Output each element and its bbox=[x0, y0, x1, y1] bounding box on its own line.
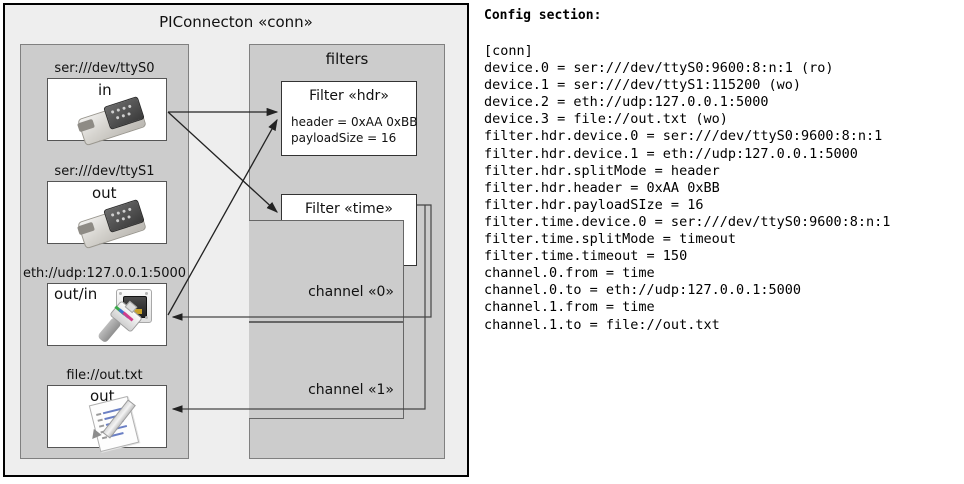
config-line: channel.0.from = time bbox=[484, 265, 655, 282]
config-text-block: [conn]device.0 = ser:///dev/ttyS0:9600:8… bbox=[484, 43, 890, 334]
config-section: Config section: [conn]device.0 = ser:///… bbox=[481, 0, 964, 484]
device-box-file[interactable]: out bbox=[47, 385, 167, 453]
config-line: device.2 = eth://udp:127.0.0.1:5000 bbox=[484, 94, 769, 111]
channel-block-1: channel «1» bbox=[249, 322, 404, 419]
device-label-out-in: out/in bbox=[54, 285, 98, 303]
wire-eth-to-hdr bbox=[167, 118, 278, 316]
device-box-ttys1[interactable]: out bbox=[47, 181, 167, 250]
device-caption-file: file://out.txt bbox=[66, 368, 143, 383]
device-caption-ttys0: ser:///dev/ttyS0 bbox=[54, 61, 155, 76]
config-line: filter.time.timeout = 150 bbox=[484, 248, 688, 265]
filter-attr-header: header = 0xAA 0xBB bbox=[291, 115, 418, 129]
config-heading: Config section: bbox=[484, 8, 602, 23]
config-line: [conn] bbox=[484, 43, 533, 59]
devices-panel: ser:///dev/ttyS0 in bbox=[20, 44, 189, 459]
config-line: filter.hdr.device.1 = eth://udp:127.0.0.… bbox=[484, 145, 858, 162]
config-line: device.3 = file://out.txt (wo) bbox=[484, 111, 728, 128]
config-line: filter.hdr.payloadSIze = 16 bbox=[484, 196, 704, 213]
config-line: device.0 = ser:///dev/ttyS0:9600:8:n:1 (… bbox=[484, 60, 834, 77]
device-box-ttys0[interactable]: in bbox=[47, 78, 167, 147]
device-box-eth[interactable]: out/in bbox=[47, 283, 167, 346]
filter-box-hdr[interactable]: Filter «hdr» header = 0xAA 0xBB payloadS… bbox=[281, 81, 417, 156]
channel-label-1: channel «1» bbox=[308, 382, 394, 398]
config-line: channel.0.to = eth://udp:127.0.0.1:5000 bbox=[484, 282, 801, 299]
filters-panel-title: filters bbox=[325, 50, 369, 68]
wire-ttys0-to-time bbox=[167, 111, 278, 213]
config-line: filter.hdr.splitMode = header bbox=[484, 162, 720, 179]
diagram-title: PIConnecton «conn» bbox=[159, 13, 313, 31]
filter-attr-payload-size: payloadSize = 16 bbox=[291, 131, 397, 145]
channel-block-0: channel «0» bbox=[249, 220, 404, 322]
wire-channel1-to-file bbox=[171, 205, 426, 413]
config-line: device.1 = ser:///dev/ttyS1:115200 (wo) bbox=[484, 77, 801, 94]
wire-channel0-to-eth bbox=[171, 204, 432, 321]
config-line: filter.hdr.device.0 = ser:///dev/ttyS0:9… bbox=[484, 128, 883, 145]
config-line: filter.time.splitMode = timeout bbox=[484, 231, 736, 248]
filters-panel: filters Filter «hdr» header = 0xAA 0xBB … bbox=[249, 44, 445, 459]
device-caption-eth: eth://udp:127.0.0.1:5000 bbox=[22, 266, 187, 281]
connection-wires bbox=[167, 107, 432, 413]
device-caption-ttys1: ser:///dev/ttyS1 bbox=[54, 164, 155, 179]
config-line: channel.1.from = time bbox=[484, 299, 655, 316]
config-line: filter.time.device.0 = ser:///dev/ttyS0:… bbox=[484, 213, 891, 230]
config-line: filter.hdr.header = 0xAA 0xBB bbox=[484, 179, 720, 196]
filter-title-hdr: Filter «hdr» bbox=[309, 88, 389, 104]
channel-label-0: channel «0» bbox=[308, 284, 394, 300]
config-line: channel.1.to = file://out.txt bbox=[484, 316, 720, 333]
device-label-in: in bbox=[98, 81, 112, 99]
network-plug-icon bbox=[96, 287, 164, 345]
device-label-out-serial: out bbox=[92, 184, 117, 202]
connector-diagram: PIConnecton «conn» ser:///dev/ttyS0 in bbox=[3, 3, 469, 477]
filter-title-time: Filter «time» bbox=[305, 201, 393, 217]
